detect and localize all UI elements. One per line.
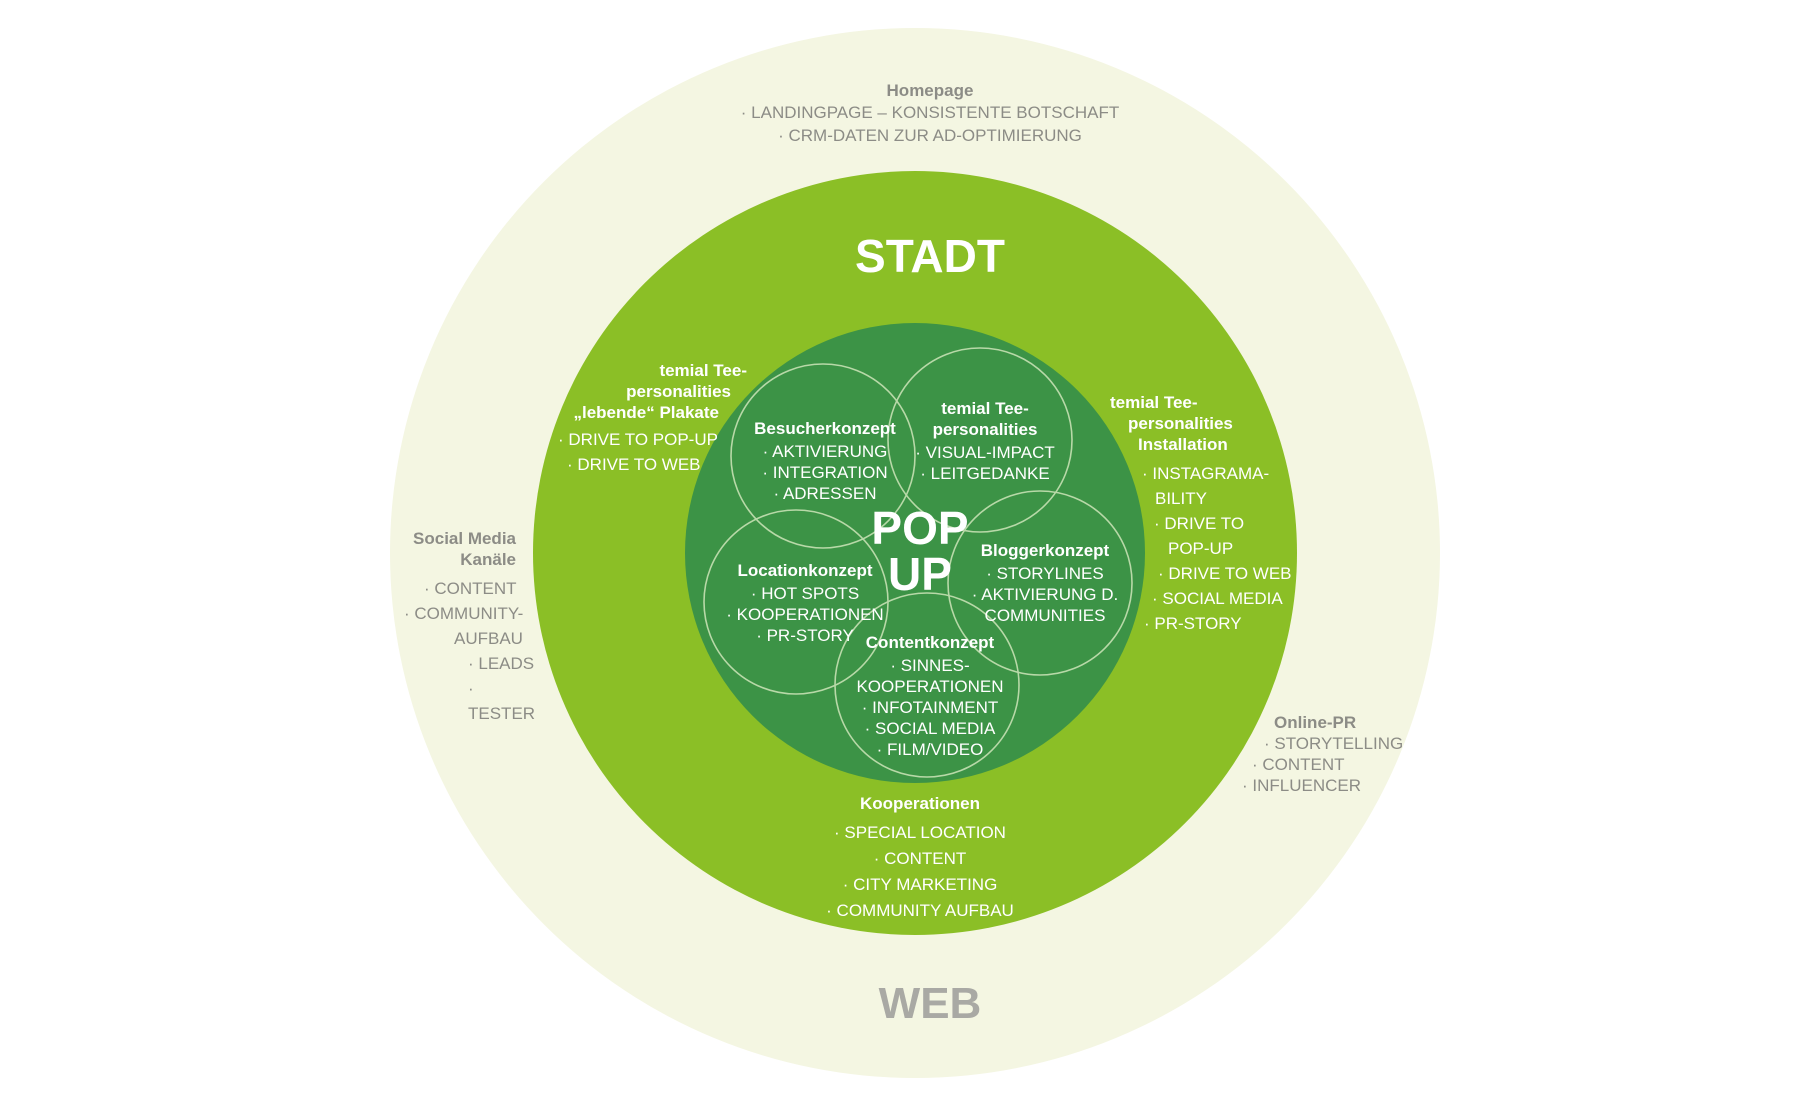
stadt-label: STADT — [855, 230, 1005, 282]
plakate-title: temial Tee- — [659, 361, 747, 380]
kooperationen-block: Kooperationen · SPECIAL LOCATION · CONTE… — [780, 793, 1060, 924]
installation-item: POP-UP — [1168, 539, 1234, 558]
popup-label-line2: UP — [888, 548, 952, 600]
concept-besucher: Besucherkonzept · AKTIVIERUNG · INTEGRAT… — [735, 418, 915, 504]
plakate-block: temial Tee- personalities „lebende“ Plak… — [555, 360, 755, 477]
web-label: WEB — [878, 979, 982, 1028]
concept-blogger-title: Bloggerkonzept — [980, 541, 1110, 560]
installation-item: BILITY — [1155, 489, 1207, 508]
homepage-title: Homepage — [886, 81, 974, 100]
installation-block: temial Tee- personalities Installation ·… — [1110, 392, 1300, 636]
concept-besucher-title: Besucherkonzept — [754, 419, 896, 438]
online-pr-item: · CONTENT — [1252, 755, 1345, 774]
concept-content: Contentkonzept · SINNES- KOOPERATIONEN ·… — [840, 632, 1020, 760]
concept-location-item: · HOT SPOTS — [750, 584, 860, 603]
social-media-title: Kanäle — [460, 550, 516, 569]
social-media-item: · CONTENT — [424, 579, 517, 598]
concept-circle-tee — [887, 347, 1073, 533]
concept-blogger: Bloggerkonzept · STORYLINES · AKTIVIERUN… — [960, 540, 1130, 626]
popup-label: POP UP — [850, 505, 990, 597]
concept-tee-item: · LEITGEDANKE — [920, 464, 1050, 483]
kooperationen-item: · CITY MARKETING — [842, 875, 998, 894]
homepage-item: · LANDINGPAGE – KONSISTENTE BOTSCHAFT — [740, 103, 1120, 122]
installation-title: personalities — [1128, 414, 1233, 433]
popup-label-line1: POP — [871, 502, 969, 554]
kooperationen-item: · SPECIAL LOCATION — [834, 823, 1006, 842]
social-media-block: Social Media Kanäle · CONTENT · COMMUNIT… — [380, 528, 540, 726]
concept-blogger-item: · STORYLINES — [986, 564, 1104, 583]
popup-circle — [685, 323, 1145, 783]
concept-circle-content — [834, 592, 1020, 778]
concept-circle-besucher — [730, 363, 916, 549]
plakate-item: · DRIVE TO POP-UP — [558, 430, 718, 449]
concept-content-title: Contentkonzept — [865, 633, 995, 652]
social-media-title: Social Media — [413, 529, 516, 548]
online-pr-item: · INFLUENCER — [1242, 776, 1362, 795]
installation-item: · PR-STORY — [1144, 614, 1242, 633]
homepage-block: Homepage · LANDINGPAGE – KONSISTENTE BOT… — [700, 80, 1160, 147]
concept-tee-title: temial Tee- — [941, 399, 1029, 418]
social-media-item: · COMMUNITY- — [404, 604, 524, 623]
installation-title: temial Tee- — [1110, 393, 1198, 412]
kooperationen-item: · COMMUNITY AUFBAU — [826, 901, 1014, 920]
installation-item: · SOCIAL MEDIA — [1152, 589, 1283, 608]
concept-location-title: Locationkonzept — [737, 561, 873, 580]
online-pr-block: Online-PR · STORYTELLING · CONTENT · INF… — [1240, 712, 1440, 796]
concept-circle-blogger — [947, 490, 1133, 676]
concept-tee: temial Tee- personalities · VISUAL-IMPAC… — [900, 398, 1070, 484]
plakate-title: „lebende“ Plakate — [573, 403, 719, 422]
concept-besucher-item: · ADRESSEN — [773, 484, 877, 503]
online-pr-title: Online-PR — [1274, 713, 1357, 732]
concept-location-item: · PR-STORY — [756, 626, 854, 645]
homepage-item: · CRM-DATEN ZUR AD-OPTIMIERUNG — [778, 126, 1082, 145]
concept-blogger-item: · AKTIVIERUNG D. — [971, 585, 1119, 604]
concept-location-item: · KOOPERATIONEN — [726, 605, 884, 624]
concept-besucher-item: · AKTIVIERUNG — [762, 442, 888, 461]
concept-blogger-item: COMMUNITIES — [984, 606, 1106, 625]
plakate-title: personalities — [626, 382, 731, 401]
kooperationen-item: · CONTENT — [873, 849, 967, 868]
concept-outlines — [703, 347, 1133, 778]
concept-content-item: · SINNES- — [890, 656, 970, 675]
installation-item: · DRIVE TO WEB — [1158, 564, 1292, 583]
kooperationen-title: Kooperationen — [860, 794, 980, 813]
installation-item: · INSTAGRAMA- — [1142, 464, 1270, 483]
concept-location: Locationkonzept · HOT SPOTS · KOOPERATIO… — [715, 560, 895, 646]
concept-content-item: KOOPERATIONEN — [856, 677, 1004, 696]
social-media-item: · TESTER — [468, 679, 536, 723]
concept-tee-title: personalities — [932, 420, 1038, 439]
concept-besucher-item: · INTEGRATION — [762, 463, 888, 482]
concept-tee-item: · VISUAL-IMPACT — [915, 443, 1055, 462]
installation-item: · DRIVE TO — [1154, 514, 1245, 533]
concept-content-item: · INFOTAINMENT — [861, 698, 999, 717]
online-pr-item: · STORYTELLING — [1264, 734, 1404, 753]
social-media-item: AUFBAU — [454, 629, 523, 648]
installation-title: Installation — [1138, 435, 1228, 454]
plakate-item: · DRIVE TO WEB — [567, 455, 701, 474]
concept-content-item: · SOCIAL MEDIA — [864, 719, 996, 738]
concept-content-item: · FILM/VIDEO — [876, 740, 984, 759]
social-media-item: · LEADS — [468, 654, 535, 673]
